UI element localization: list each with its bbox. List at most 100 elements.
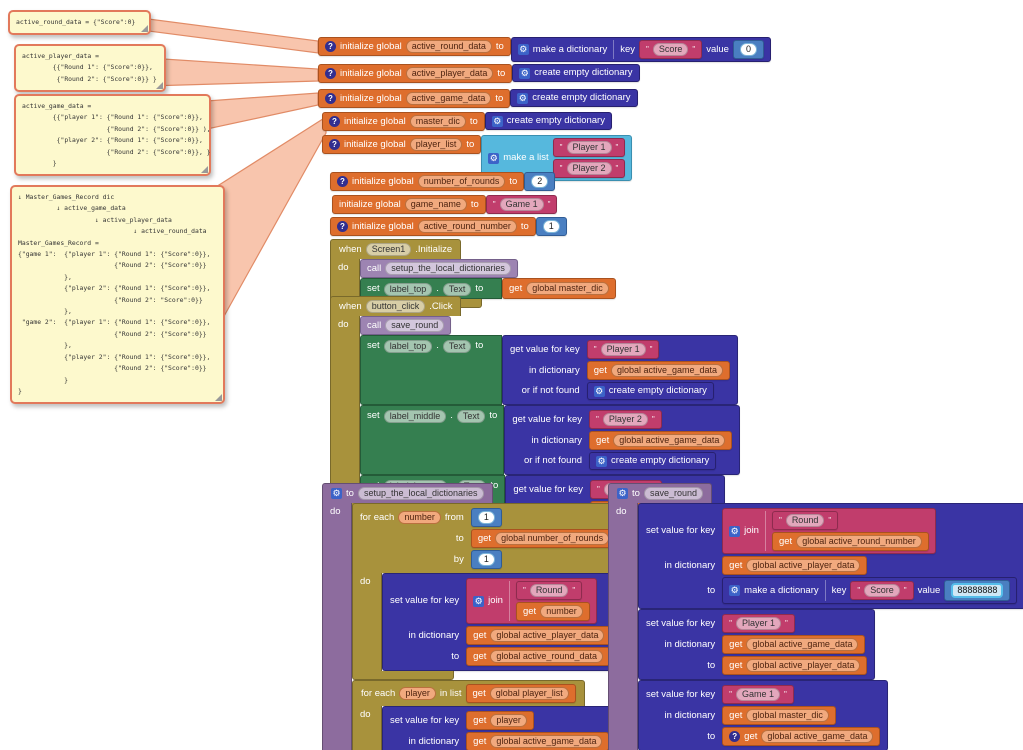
variable-dropdown[interactable]: global master_dic [526,282,609,295]
text-field[interactable]: Score [652,43,689,56]
mutator-gear-icon[interactable]: ⚙ [473,595,485,607]
variable-dropdown[interactable]: global active_player_data [490,629,605,642]
variable-dropdown[interactable]: global active_game_data [610,364,724,377]
text-field[interactable]: Score [864,584,900,597]
mutator-gear-icon[interactable]: ⚙ [596,455,608,467]
create-empty-dictionary-block[interactable]: ⚙create empty dictionary [484,112,612,130]
variable-name-field[interactable]: number_of_rounds [417,175,506,188]
comment-resize-handle[interactable] [141,25,148,33]
variable-dropdown[interactable]: global active_game_data [613,434,726,447]
variable-dropdown[interactable]: global master_dic [746,709,829,722]
comment-master-games-record[interactable]: ↓ Master_Games_Record dic ↓ active_game_… [10,185,225,405]
variable-dropdown[interactable]: player [490,714,527,727]
mutator-gear-icon[interactable]: ⚙ [488,152,500,164]
text-field[interactable]: Game 1 [499,198,544,211]
mutator-gear-icon[interactable]: ⚙ [331,488,342,499]
comment-resize-handle[interactable] [215,394,222,402]
text-field[interactable]: Player 2 [566,162,612,175]
procedure-name-field[interactable]: setup_the_local_dictionaries [357,487,484,500]
text-field[interactable]: Round [529,584,569,597]
text-string-block[interactable]: "Round " [771,511,839,530]
text-string-block[interactable]: "Player 2" [589,410,662,429]
procedure-dropdown[interactable]: setup_the_local_dictionaries [385,262,511,275]
text-string-block[interactable]: "Score" [639,40,703,59]
variable-name-field[interactable]: game_name [404,198,467,211]
comment-active-player-data[interactable]: active_player_data = {{"Round 1": {"Scor… [14,44,166,93]
text-string-block[interactable]: "Player 2" [552,159,626,178]
text-field[interactable]: Round [785,514,825,527]
mutator-gear-icon[interactable]: ⚙ [517,44,529,55]
variable-dropdown[interactable]: global number_of_rounds [495,532,610,545]
property-dropdown[interactable]: Text [456,410,486,423]
number-block[interactable]: 0 [732,40,764,59]
variable-dropdown[interactable]: global active_game_data [490,735,603,748]
component-dropdown[interactable]: label_top [383,340,433,353]
text-field[interactable]: Game 1 [736,688,781,701]
variable-name-field[interactable]: active_game_data [405,92,492,105]
number-block[interactable]: 1 [470,550,502,569]
component-dropdown[interactable]: button_click [365,300,426,313]
variable-dropdown[interactable]: global player_list [489,687,569,700]
mutator-gear-icon[interactable]: ⚙ [491,115,503,127]
get-value-for-key-block[interactable]: get value for key"Player 2"in dictionary… [504,405,741,475]
text-field[interactable]: Player 2 [602,413,648,426]
variable-dropdown[interactable]: global active_game_data [746,638,859,651]
component-dropdown[interactable]: Screen1 [365,243,412,256]
variable-name-field[interactable]: player_list [409,138,463,151]
variable-dropdown[interactable]: global active_player_data [746,659,861,672]
variable-name-field[interactable]: master_dic [409,115,466,128]
variable-name-field[interactable]: active_round_number [417,220,517,233]
create-empty-dictionary-block[interactable]: ⚙create empty dictionary [512,64,640,82]
variable-dropdown[interactable]: global active_round_data [490,650,603,663]
text-string-block[interactable]: "Score" [850,581,914,600]
number-field[interactable]: 1 [542,220,560,233]
mutator-gear-icon[interactable]: ⚙ [617,488,628,499]
variable-name-field[interactable]: active_player_data [405,67,494,80]
number-field[interactable]: 2 [531,175,549,188]
number-field[interactable]: 1 [477,553,495,566]
text-field[interactable]: Player 1 [600,343,646,356]
variable-dropdown[interactable]: global active_game_data [761,730,874,743]
property-dropdown[interactable]: Text [442,340,472,353]
create-empty-dictionary-block[interactable]: ⚙create empty dictionary [510,89,638,107]
comment-active-game-data[interactable]: active_game_data = {{"player 1": {"Round… [14,94,211,177]
mutator-gear-icon[interactable]: ⚙ [729,525,741,537]
number-field[interactable]: 1 [477,511,495,524]
